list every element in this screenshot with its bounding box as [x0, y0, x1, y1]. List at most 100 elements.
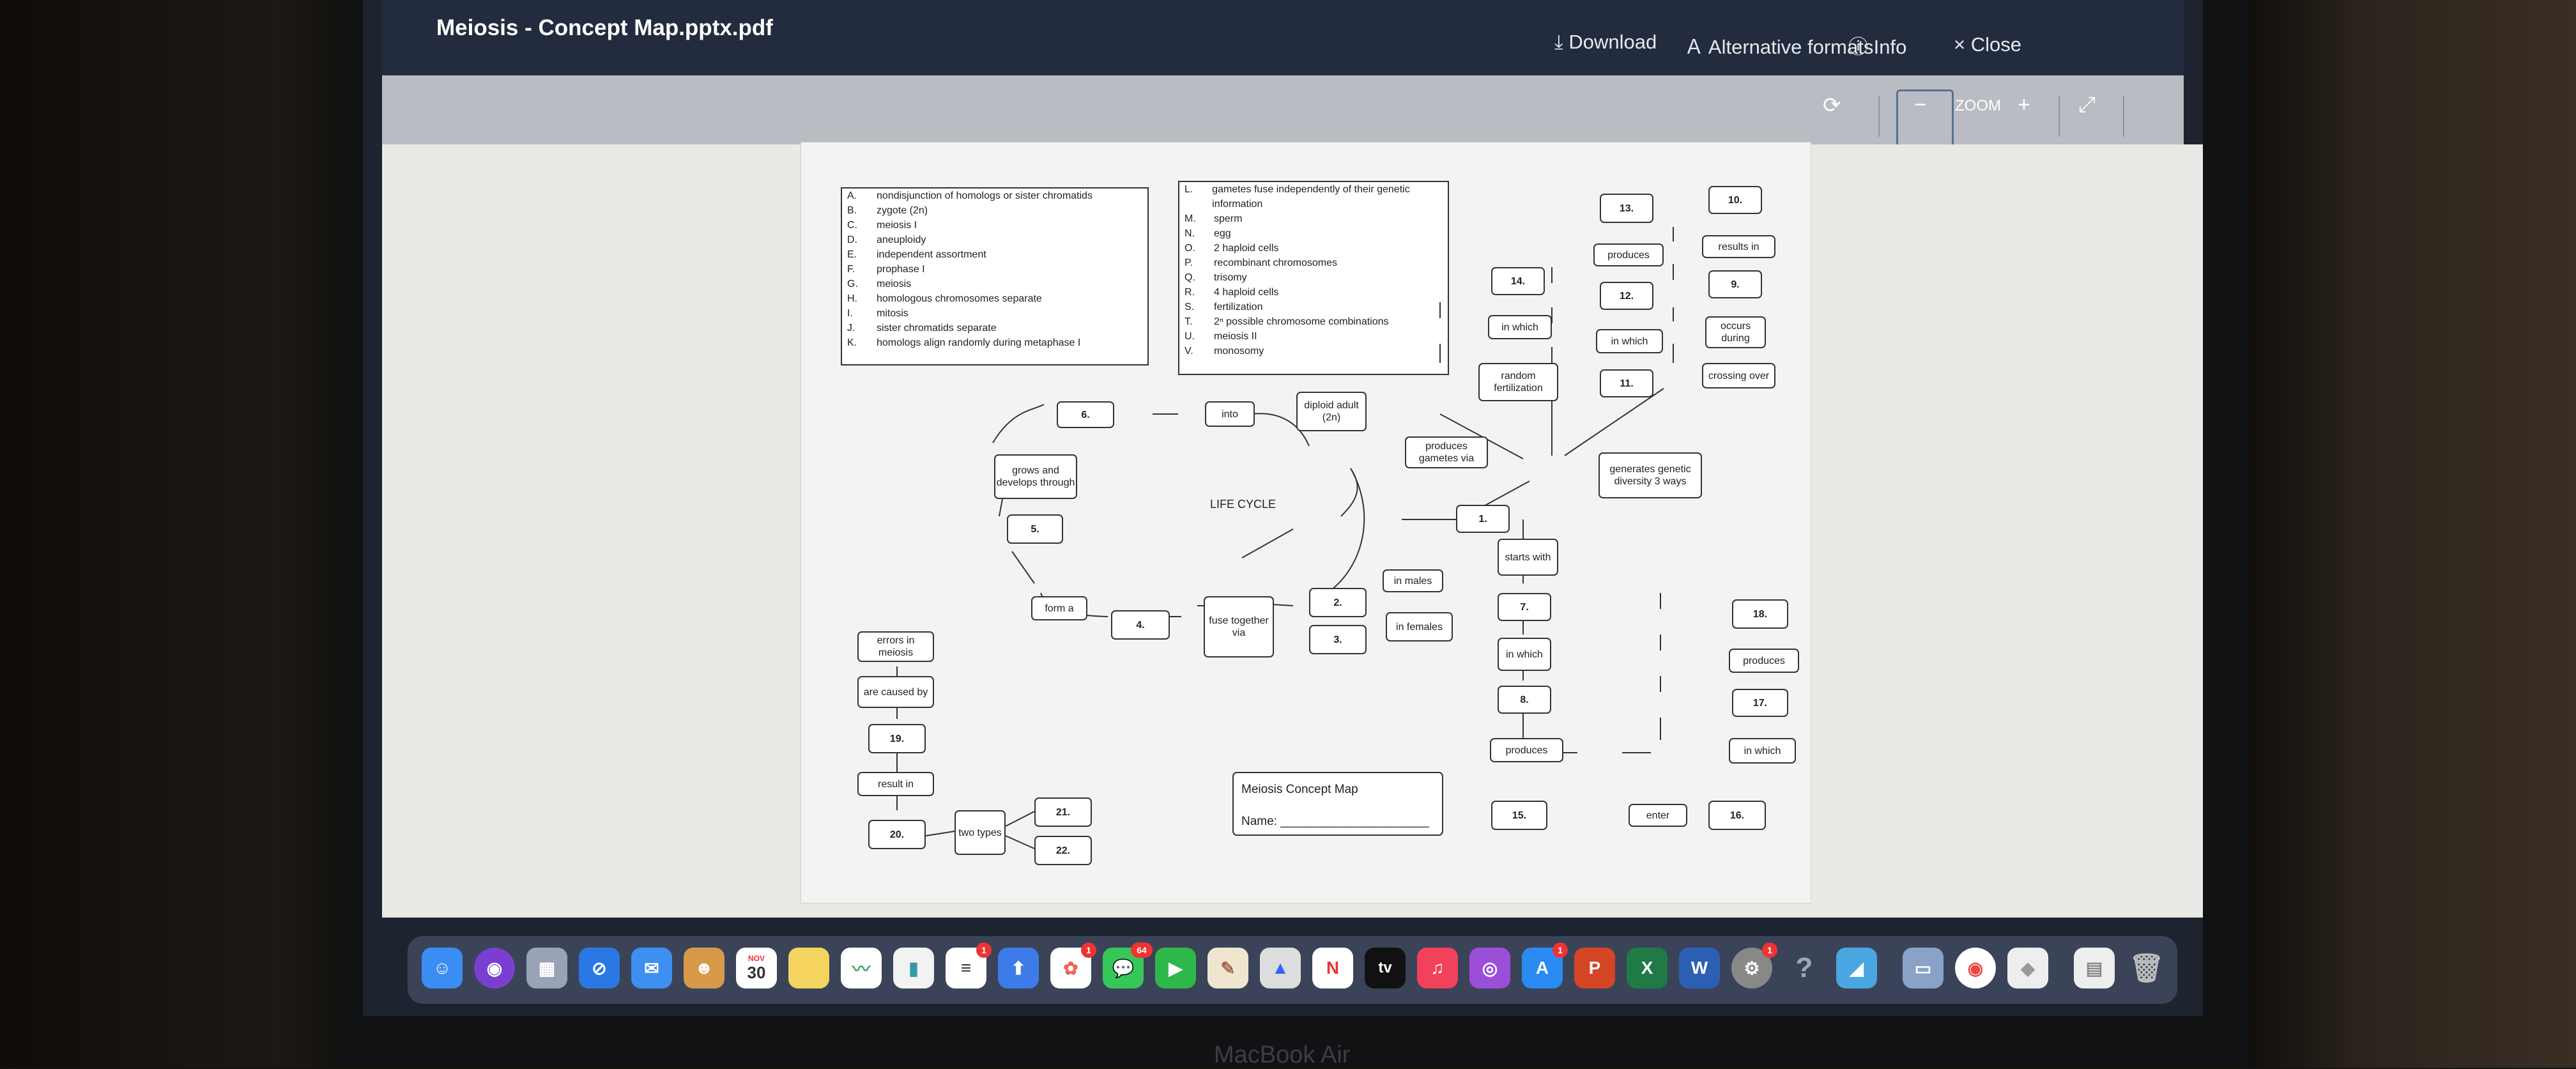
link-fuse-together: fuse together via: [1204, 596, 1274, 658]
answer-key-right-text: 2 haploid cells: [1214, 243, 1279, 254]
node-random-fertilization: random fertilization: [1478, 363, 1558, 401]
finder-icon[interactable]: ☺: [422, 948, 463, 988]
safari-icon[interactable]: ⊘: [579, 948, 620, 988]
blank-21: 21.: [1034, 797, 1092, 827]
photos-badge: 1: [1081, 942, 1096, 958]
music-icon[interactable]: ♫: [1417, 948, 1458, 988]
link-two-types: two types: [954, 810, 1006, 855]
news-icon[interactable]: N: [1312, 948, 1353, 988]
freeform-icon[interactable]: 〰: [841, 948, 882, 988]
blank-11: 11.: [1600, 369, 1653, 397]
launchpad-icon[interactable]: ▦: [526, 948, 567, 988]
answer-key-left-row: C. meiosis I: [842, 218, 1147, 233]
answer-key-left-key: D.: [847, 235, 857, 245]
screenshot-folder-icon[interactable]: ▭: [1903, 948, 1943, 988]
answer-key-left-key: F.: [847, 264, 855, 275]
blank-16: 16.: [1708, 801, 1766, 830]
facetime-icon[interactable]: ▶: [1155, 948, 1196, 988]
answer-key-right-key: Q.: [1184, 272, 1195, 283]
answer-key-right-key: T.: [1184, 316, 1193, 327]
link-in-males: in males: [1383, 569, 1443, 592]
answer-key-left-key: J.: [847, 323, 855, 334]
answer-key-left-row: F.prophase I: [842, 262, 1147, 277]
calendar-icon[interactable]: NOV 30: [736, 948, 777, 988]
answer-key-left-text: meiosis I: [877, 220, 917, 231]
answer-key-left-row: H.homologous chromosomes separate: [842, 291, 1147, 306]
link-into: into: [1205, 401, 1255, 427]
link-form-a: form a: [1031, 596, 1087, 620]
blank-20: 20.: [868, 820, 926, 849]
apple-tv-icon[interactable]: tv: [1365, 948, 1406, 988]
pages-icon[interactable]: ✎: [1208, 948, 1248, 988]
rotate-icon[interactable]: ⟳: [1823, 93, 1841, 118]
alternative-formats-button[interactable]: Ａ Alternative formats: [1684, 36, 1874, 58]
blank-22: 22.: [1034, 836, 1092, 865]
expand-icon[interactable]: ⤢: [2078, 93, 2096, 117]
answer-key-right-row: Q.trisomy: [1179, 270, 1448, 285]
contacts-icon[interactable]: ☻: [684, 948, 724, 988]
answer-key-right-row: L. gametes fuse independently of their ge…: [1179, 182, 1448, 211]
preview-icon[interactable]: ◆: [2007, 948, 2048, 988]
link-produces-gametes: produces gametes via: [1405, 436, 1488, 468]
help-icon[interactable]: ?: [1795, 952, 1813, 983]
link-produces: produces: [1490, 738, 1563, 762]
answer-key-left-key: C.: [847, 220, 857, 231]
reminders-icon[interactable]: ≡1: [946, 942, 992, 988]
downloads-stack-icon[interactable]: ▤: [2074, 948, 2115, 988]
keynote-icon[interactable]: ▲: [1260, 948, 1301, 988]
link-starts-with: starts with: [1498, 539, 1558, 576]
answer-key-left-key: K.: [847, 337, 857, 348]
footer-title: Meiosis Concept Map: [1241, 783, 1358, 796]
macbook-air-label: MacBook Air: [1214, 1042, 1351, 1068]
podcasts-icon[interactable]: ◎: [1469, 948, 1510, 988]
blank-19: 19.: [868, 724, 926, 753]
trash-icon[interactable]: 🗑: [2129, 953, 2165, 984]
messages-icon[interactable]: 💬64: [1103, 942, 1153, 988]
answer-key-left-row: G.meiosis: [842, 277, 1147, 291]
answer-key-left-key: I.: [847, 308, 853, 319]
link-in-which: in which: [1729, 738, 1796, 764]
excel-icon[interactable]: X: [1627, 948, 1667, 988]
blank-9: 9.: [1708, 270, 1762, 298]
download-button[interactable]: ⤓ Download: [1554, 31, 1657, 53]
mail-icon[interactable]: ✉: [631, 948, 672, 988]
answer-key-left-key: E.: [847, 249, 857, 260]
window-app-icon[interactable]: ◢: [1836, 948, 1877, 988]
notes-icon[interactable]: [788, 948, 829, 988]
answer-key-left-text: sister chromatids separate: [877, 323, 997, 334]
maps-icon[interactable]: ⬆: [998, 948, 1039, 988]
zoom-in-button[interactable]: +: [2018, 93, 2030, 117]
blank-17: 17.: [1732, 689, 1788, 717]
photos-icon[interactable]: ✿1: [1050, 942, 1096, 988]
answer-key-right-key: U.: [1184, 331, 1195, 342]
close-button[interactable]: × Close: [1954, 33, 2021, 56]
answer-key-left-key: G.: [847, 279, 858, 289]
system-settings-icon[interactable]: ⚙1: [1731, 942, 1777, 988]
answer-key-left-row: J. sister chromatids separate: [842, 321, 1147, 335]
answer-key-right-text: recombinant chromosomes: [1214, 258, 1337, 268]
answer-key-left-text: homologs align randomly during metaphase…: [877, 337, 1081, 348]
calendar-day: 30: [747, 962, 766, 982]
link-result-in: result in: [857, 772, 934, 796]
zoom-label: ZOOM: [1955, 97, 2001, 114]
blank-8: 8.: [1498, 686, 1551, 714]
answer-key-right-key: R.: [1184, 287, 1195, 298]
numbers-icon[interactable]: ▮: [893, 948, 934, 988]
answer-key-right-text: gametes fuse independently of their gene…: [1212, 184, 1410, 210]
powerpoint-icon[interactable]: P: [1574, 948, 1615, 988]
answer-key-right-text: 4 haploid cells: [1214, 287, 1279, 298]
photo-backdrop-left: [0, 0, 396, 1068]
answer-key-right-text: meiosis II: [1214, 331, 1257, 342]
chrome-icon[interactable]: ◉: [1955, 948, 1996, 988]
laptop-screen: Meiosis - Concept Map.pptx.pdf ⤓ Downloa…: [363, 0, 2203, 1016]
info-button[interactable]: ⓘ Info: [1848, 36, 1907, 58]
answer-key-left-row: B.zygote (2n): [842, 203, 1147, 218]
zoom-out-button[interactable]: −: [1914, 93, 1927, 117]
answer-key-right-key: V.: [1184, 346, 1193, 357]
word-icon[interactable]: W: [1679, 948, 1720, 988]
node-diploid-adult: diploid adult (2n): [1296, 392, 1367, 431]
siri-icon[interactable]: ◉: [474, 948, 515, 988]
answer-key-right-key: L.: [1184, 184, 1193, 195]
answer-key-left-text: homologous chromosomes separate: [877, 293, 1042, 304]
